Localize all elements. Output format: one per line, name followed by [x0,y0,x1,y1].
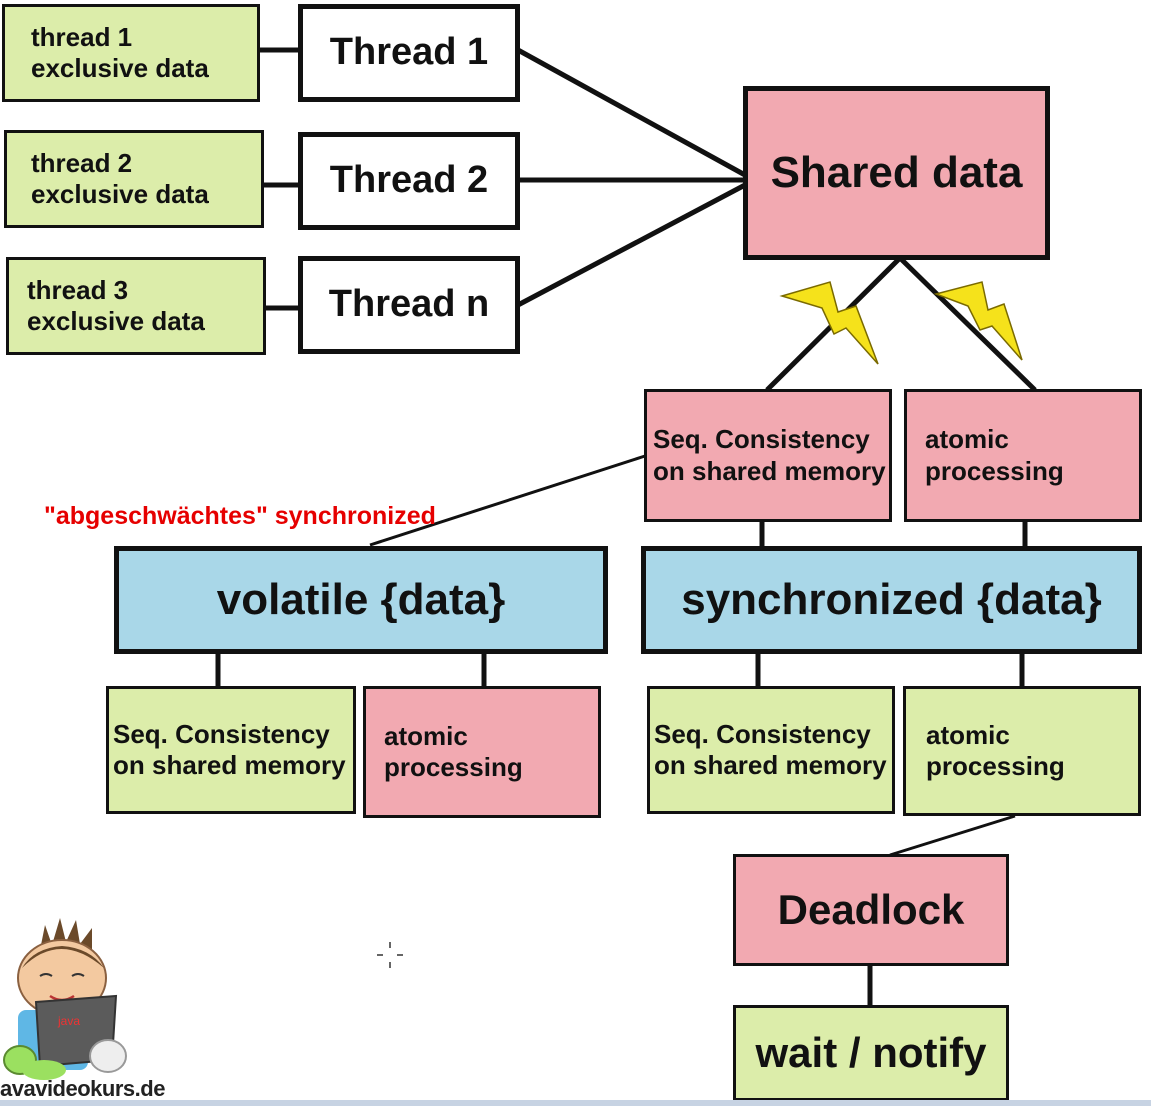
wait-notify-label: wait / notify [755,1028,987,1076]
thread-3-exclusive-label: thread 3 exclusive data [27,274,205,336]
volatile-box: volatile {data} [114,546,608,654]
thread-2-exclusive-label: thread 2 exclusive data [31,147,209,209]
annotation-weakened-synchronized: "abgeschwächtes" synchronized [44,502,436,530]
thread-n-label: Thread n [328,283,490,326]
thread-3-exclusive-data: thread 3 exclusive data [6,257,266,355]
atomic-processing-box: atomic processing [904,389,1142,522]
thread-1-label: Thread 1 [329,31,489,74]
thread-2-label: Thread 2 [329,159,489,202]
shared-data-box: Shared data [743,86,1050,260]
synchronized-atomic-processing-box: atomic processing [903,686,1141,816]
thread-n-box: Thread n [298,256,520,354]
volatile-atomic-processing-box: atomic processing [363,686,601,818]
seq-consistency-box: Seq. Consistency on shared memory [644,389,892,522]
atomic-processing-label: atomic processing [925,424,1064,486]
synchronized-atomic-processing-label: atomic processing [926,719,1065,781]
seq-consistency-label: Seq. Consistency on shared memory [653,424,886,486]
lightning-icon [779,281,879,365]
synchronized-seq-consistency-box: Seq. Consistency on shared memory [647,686,895,814]
mascot-logo: java [3,918,127,1080]
volatile-atomic-processing-label: atomic processing [384,720,523,782]
synchronized-box: synchronized {data} [641,546,1142,654]
java-icon: java [57,1014,80,1028]
deadlock-label: Deadlock [777,885,965,933]
thread-1-box: Thread 1 [298,4,520,102]
volatile-seq-consistency-label: Seq. Consistency on shared memory [113,718,346,780]
synchronized-label: synchronized {data} [681,574,1102,624]
shared-data-label: Shared data [770,147,1023,197]
thread-1-exclusive-data: thread 1 exclusive data [2,4,260,102]
wait-notify-box: wait / notify [733,1005,1009,1101]
volatile-label: volatile {data} [216,574,506,624]
volatile-seq-consistency-box: Seq. Consistency on shared memory [106,686,356,814]
synchronized-seq-consistency-label: Seq. Consistency on shared memory [654,718,887,780]
thread-2-exclusive-data: thread 2 exclusive data [4,130,264,228]
lightning-icon [933,281,1023,361]
bottom-bar [0,1100,1151,1106]
thread-2-box: Thread 2 [298,132,520,230]
deadlock-box: Deadlock [733,854,1009,966]
thread-1-exclusive-label: thread 1 exclusive data [31,21,209,83]
logo-text: avavideokurs.de [0,1076,165,1101]
